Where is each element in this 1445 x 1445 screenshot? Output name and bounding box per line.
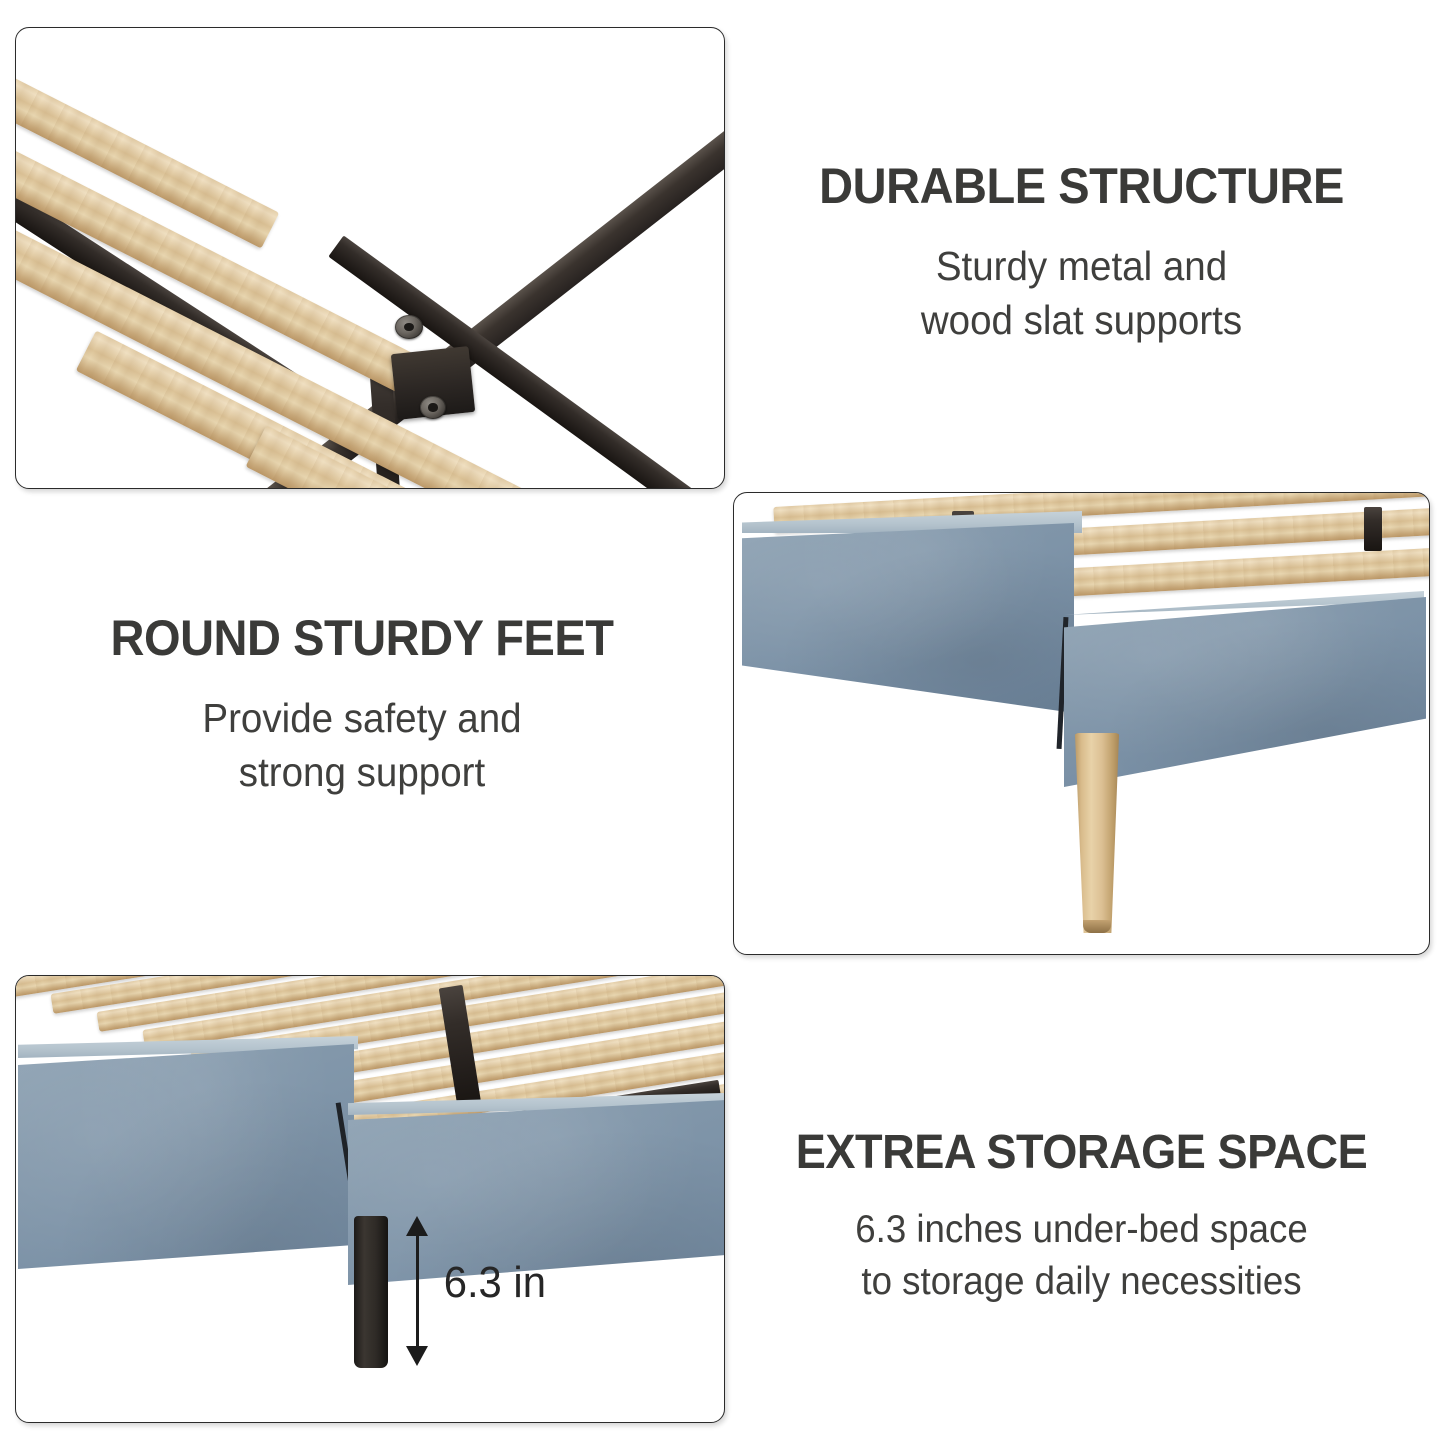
feature-text-round-sturdy-feet: ROUND STURDY FEET Provide safety and str… [12,612,712,799]
bed-side-view-with-clearance-illustration: 6.3 in [16,976,724,1422]
feature-description-line: to storage daily necessities [861,1259,1302,1303]
feature-heading: ROUND STURDY FEET [110,610,614,666]
round-wooden-leg [1074,733,1120,933]
feature-description-line: Sturdy metal and [935,242,1228,289]
dimension-line [415,1232,419,1348]
feature-text-durable-structure: DURABLE STRUCTURE Sturdy metal and wood … [733,160,1430,347]
bed-rail-face-left [742,523,1074,713]
feature-image-durable-structure [15,27,725,489]
bed-rail-face-rear [348,1100,724,1285]
feature-description: Sturdy metal and wood slat supports [754,239,1409,347]
bed-rail-face-right [1064,597,1426,787]
leg-foot-cap [1083,920,1111,933]
bolt-lower [420,396,446,419]
feature-heading: EXTREA STORAGE SPACE [795,1126,1368,1179]
feature-description-line: strong support [238,748,486,795]
feature-description: Provide safety and strong support [33,691,691,799]
black-center-support-leg [354,1216,388,1368]
feature-heading: DURABLE STRUCTURE [819,158,1344,214]
feature-description-line: 6.3 inches under-bed space [855,1208,1308,1252]
feature-text-extra-storage-space: EXTREA STORAGE SPACE 6.3 inches under-be… [733,1126,1430,1307]
arrow-down-icon [406,1346,428,1366]
feature-description-line: Provide safety and [202,694,522,741]
bolt-upper [395,315,423,339]
bed-rail-face-front [18,1044,354,1269]
arrow-up-icon [406,1216,428,1236]
dimension-label: 6.3 in [443,1258,546,1307]
feature-description: 6.3 inches under-bed space to storage da… [754,1204,1409,1307]
feature-image-extra-storage-space: 6.3 in [15,975,725,1423]
bed-corner-with-wood-leg-illustration [734,493,1429,954]
feature-image-round-sturdy-feet [733,492,1430,955]
slat-metal-closeup-illustration [16,28,724,488]
feature-description-line: wood slat supports [920,296,1243,343]
metal-side-rail [1364,507,1382,551]
